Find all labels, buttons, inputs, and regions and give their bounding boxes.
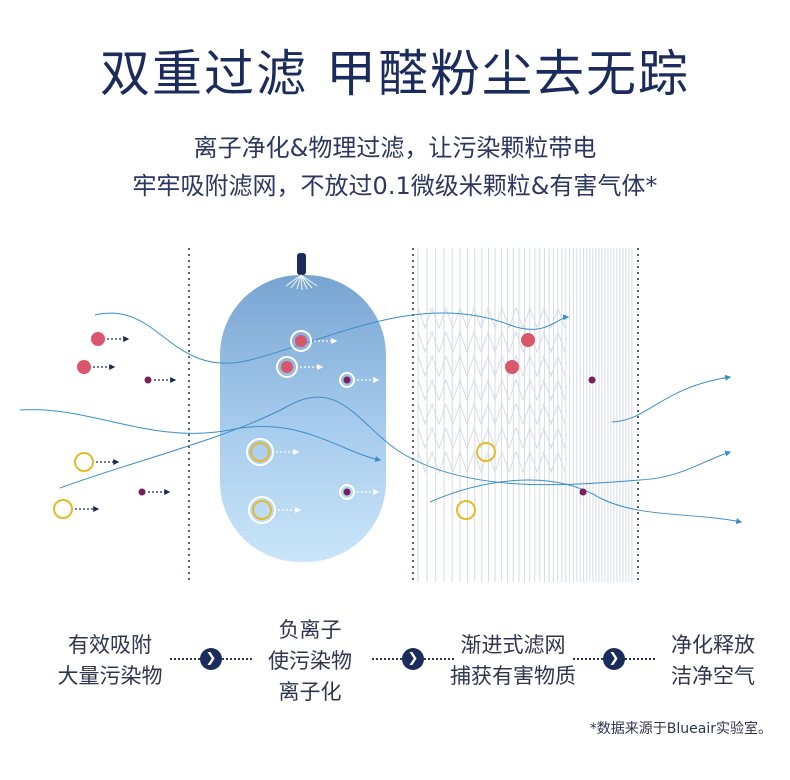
purple-particle	[144, 376, 152, 384]
yellow-particle	[456, 500, 476, 520]
filter-weave	[417, 330, 566, 354]
yellow-particle	[476, 442, 496, 462]
particles-captured	[456, 333, 596, 520]
step-connector: ❯	[372, 648, 454, 670]
airflow-lines	[19, 312, 743, 525]
ion-halo	[290, 330, 312, 352]
filter-weave	[417, 306, 566, 330]
ionizer-chamber	[220, 253, 386, 562]
yellow-particle	[53, 499, 73, 519]
step-connector: ❯	[573, 648, 655, 670]
ion-halo	[339, 484, 355, 500]
chevron-right-icon: ❯	[200, 648, 222, 670]
filter-weave	[417, 426, 566, 450]
yellow-particle	[252, 500, 272, 520]
purple-particle	[588, 376, 596, 384]
page-title: 双重过滤 甲醛粉尘去无踪	[100, 45, 690, 103]
filter-mesh	[417, 248, 633, 582]
step-release: 净化释放 洁净空气	[671, 633, 755, 688]
purple-particle	[138, 488, 146, 496]
airflow-line	[429, 479, 743, 525]
step-connector: ❯	[170, 648, 252, 670]
ion-halo	[276, 356, 298, 378]
filter-weave	[417, 378, 566, 402]
subtitle-line-2: 牢牢吸附滤网，不放过0.1微级米颗粒&有害气体*	[132, 172, 658, 200]
airflow-line	[59, 396, 732, 489]
particles-intake	[53, 332, 177, 519]
pink-particle	[77, 360, 91, 374]
filtration-diagram	[19, 248, 743, 582]
chevron-right-icon: ❯	[603, 648, 625, 670]
purple-particle	[343, 488, 351, 496]
yellow-particle	[250, 442, 270, 462]
footnote: *数据来源于Blueair实验室。	[589, 721, 772, 737]
purple-particle	[343, 376, 351, 384]
pink-particle	[521, 333, 535, 347]
airflow-line	[19, 409, 382, 462]
step-ionize: 负离子 使污染物 离子化	[268, 618, 352, 704]
pink-particle	[505, 360, 519, 374]
yellow-particle	[74, 452, 94, 472]
step-adsorb: 有效吸附 大量污染物	[57, 633, 163, 688]
ion-halo	[246, 438, 274, 466]
ionizer-emitter-icon	[297, 253, 306, 275]
filter-weave	[417, 450, 566, 474]
filter-weave	[417, 354, 566, 378]
pink-particle	[281, 361, 293, 373]
step-filter: 渐进式滤网 捕获有害物质	[450, 633, 576, 688]
particles-ionized	[246, 330, 380, 524]
purple-particle	[579, 488, 587, 496]
ion-spray-icon	[285, 274, 318, 291]
chevron-right-icon: ❯	[402, 648, 424, 670]
subtitle-line-1: 离子净化&物理过滤，让污染颗粒带电	[193, 134, 597, 162]
ion-halo	[248, 496, 276, 524]
pink-particle	[91, 332, 105, 346]
airflow-line	[94, 312, 570, 364]
filter-weave	[417, 402, 566, 426]
ion-halo	[339, 372, 355, 388]
airflow-line	[611, 374, 732, 423]
pink-particle	[295, 335, 307, 347]
